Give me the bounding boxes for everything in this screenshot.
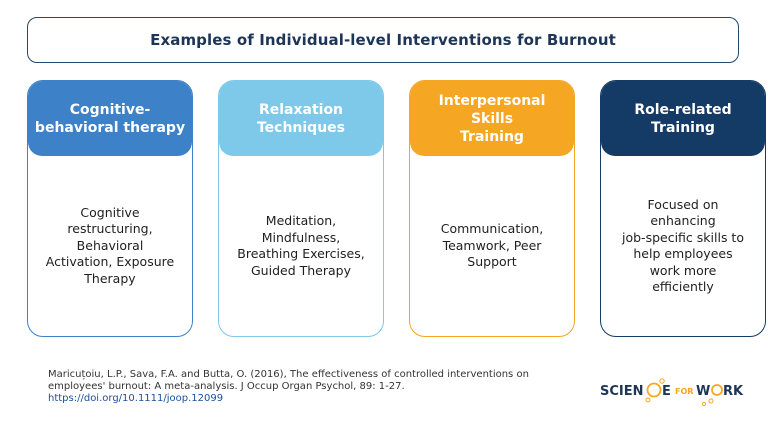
card-body: Meditation, Mindfulness, Breathing Exerc… xyxy=(237,213,365,278)
card-interpersonal: Interpersonal Skills Training Communicat… xyxy=(409,80,575,337)
logo-dot-icon xyxy=(708,398,714,404)
card-body: Communication, Teamwork, Peer Support xyxy=(440,221,544,270)
logo-text-rk: RK xyxy=(723,384,744,399)
card-heading: Role-related Training xyxy=(601,81,765,156)
science-for-work-logo: SCIEN E FOR W RK xyxy=(600,378,744,407)
card-cognitive-behavioral: Cognitive- behavioral therapy Cognitive … xyxy=(27,80,193,337)
citation-link[interactable]: https://doi.org/10.1111/joop.12099 xyxy=(48,393,224,404)
card-heading: Interpersonal Skills Training xyxy=(410,81,574,156)
logo-text-scien: SCIEN xyxy=(600,384,644,399)
card-heading: Relaxation Techniques xyxy=(219,81,383,156)
logo-text-e: E xyxy=(662,384,671,399)
card-body: Focused on enhancing job-specific skills… xyxy=(622,196,744,295)
card-relaxation: Relaxation Techniques Meditation, Mindfu… xyxy=(218,80,384,337)
logo-text-w: W xyxy=(696,384,710,399)
logo-dot-icon xyxy=(659,378,665,384)
logo-ring-icon xyxy=(646,382,662,398)
title-box: Examples of Individual-level Interventio… xyxy=(27,17,739,63)
card-body: Cognitive restructuring, Behavioral Acti… xyxy=(45,204,175,286)
card-heading: Cognitive- behavioral therapy xyxy=(28,81,192,156)
citation: Maricuțoiu, L.P., Sava, F.A. and Butta, … xyxy=(48,369,568,405)
logo-text-for: FOR xyxy=(675,387,693,396)
logo-dot-icon xyxy=(701,401,707,407)
diagram-title: Examples of Individual-level Interventio… xyxy=(150,31,616,49)
card-role-related: Role-related Training Focused on enhanci… xyxy=(600,80,766,337)
logo-dot-icon xyxy=(645,397,651,403)
citation-text: Maricuțoiu, L.P., Sava, F.A. and Butta, … xyxy=(48,369,529,392)
logo-ring-icon xyxy=(711,384,723,396)
